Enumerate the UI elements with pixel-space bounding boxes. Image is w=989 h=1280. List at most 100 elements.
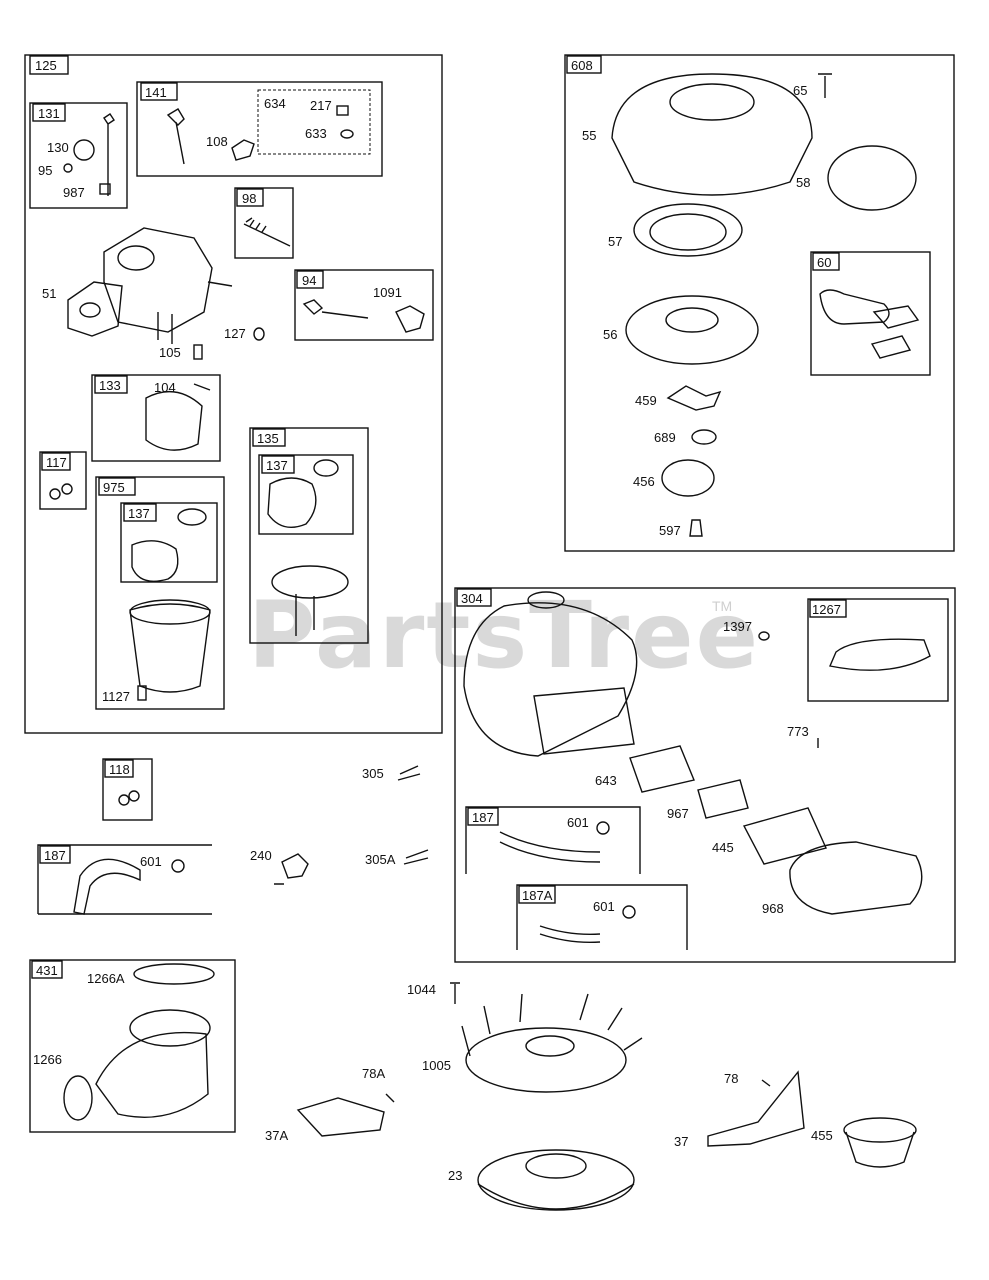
part-drawing <box>533 687 635 755</box>
part-label-456: 456 <box>633 474 655 489</box>
part-drawing <box>596 821 610 835</box>
watermark-trademark: TM <box>712 598 733 614</box>
part-drawing <box>689 519 703 537</box>
group-frame <box>39 451 87 510</box>
part-label-58: 58 <box>796 175 810 190</box>
part-label-108: 108 <box>206 134 228 149</box>
part-drawing <box>73 858 141 915</box>
part-label-1397: 1397 <box>723 619 752 634</box>
part-label-967: 967 <box>667 806 689 821</box>
part-drawing <box>395 305 425 333</box>
part-drawing <box>32 103 66 122</box>
part-drawing <box>397 765 421 781</box>
part-drawing <box>63 163 73 173</box>
part-label-643: 643 <box>595 773 617 788</box>
group-number-98: 98 <box>242 191 256 206</box>
group-frame <box>294 269 434 341</box>
part-label-601: 601 <box>140 854 162 869</box>
group-number-117: 117 <box>46 455 67 470</box>
part-label-601: 601 <box>567 815 589 830</box>
part-drawing <box>499 831 601 863</box>
part-label-601: 601 <box>593 899 615 914</box>
part-label-305: 305 <box>362 766 384 781</box>
part-drawing <box>129 1009 211 1047</box>
part-drawing <box>271 565 349 599</box>
part-drawing <box>296 1097 385 1137</box>
part-drawing <box>98 477 136 496</box>
watermark: PartsTree <box>248 582 760 689</box>
part-label-987: 987 <box>63 185 85 200</box>
part-drawing <box>666 385 722 411</box>
group-number-141: 141 <box>145 85 167 100</box>
part-drawing <box>129 599 211 625</box>
part-label-305A: 305A <box>365 852 396 867</box>
part-drawing <box>843 1117 917 1143</box>
part-drawing <box>103 227 213 333</box>
part-drawing <box>274 853 309 885</box>
group-number-94: 94 <box>302 273 316 288</box>
part-drawing <box>611 73 813 196</box>
part-drawing <box>137 685 147 701</box>
part-drawing <box>669 83 755 121</box>
group-frame <box>807 598 949 702</box>
part-drawing <box>296 270 324 289</box>
part-label-23: 23 <box>448 1168 462 1183</box>
part-drawing <box>31 960 63 979</box>
group-frame <box>810 251 931 376</box>
part-label-445: 445 <box>712 840 734 855</box>
part-drawing <box>177 508 207 526</box>
part-drawing <box>827 145 917 211</box>
part-drawing <box>340 129 354 139</box>
part-drawing <box>231 139 255 161</box>
group-number-431: 431 <box>36 963 58 978</box>
part-drawing <box>456 588 492 607</box>
group-frame <box>91 374 221 462</box>
group-frame <box>516 884 688 950</box>
part-label-78: 78 <box>724 1071 738 1086</box>
part-label-1091: 1091 <box>373 285 402 300</box>
part-label-65: 65 <box>793 83 807 98</box>
part-drawing <box>131 540 179 582</box>
part-drawing <box>243 217 291 247</box>
part-drawing <box>665 307 719 333</box>
group-number-975: 975 <box>103 480 125 495</box>
group-number-304: 304 <box>461 591 483 606</box>
group-frame <box>24 54 443 734</box>
part-label-1266: 1266 <box>33 1052 62 1067</box>
group-number-125: 125 <box>35 58 57 73</box>
part-label-56: 56 <box>603 327 617 342</box>
part-drawing <box>812 252 840 271</box>
part-drawing <box>633 203 743 257</box>
part-drawing <box>525 1035 575 1057</box>
part-drawing <box>166 108 185 165</box>
part-label-1127: 1127 <box>102 689 130 704</box>
group-number-137: 137 <box>266 458 288 473</box>
part-label-1266A: 1266A <box>87 971 125 986</box>
part-drawing <box>313 459 339 477</box>
part-drawing <box>661 459 715 497</box>
part-drawing <box>477 1149 635 1211</box>
part-drawing <box>295 594 315 636</box>
group-number-60: 60 <box>817 255 831 270</box>
group-number-137: 137 <box>128 506 150 521</box>
part-drawing <box>461 993 643 1057</box>
part-drawing <box>118 794 130 806</box>
part-drawing <box>41 452 71 471</box>
part-label-55: 55 <box>582 128 596 143</box>
part-drawing <box>29 55 69 75</box>
part-label-51: 51 <box>42 286 56 301</box>
part-drawing <box>63 1075 93 1121</box>
part-drawing <box>39 845 71 864</box>
part-drawing <box>758 631 770 641</box>
part-drawing <box>253 327 265 341</box>
part-label-689: 689 <box>654 430 676 445</box>
part-drawing <box>104 759 134 778</box>
part-label-634: 634 <box>264 96 286 111</box>
group-frame <box>120 502 218 583</box>
part-drawing <box>465 1027 627 1093</box>
part-label-1005: 1005 <box>422 1058 451 1073</box>
part-drawing <box>463 602 638 757</box>
part-drawing <box>336 105 349 116</box>
part-drawing <box>691 429 717 445</box>
part-drawing <box>761 1079 771 1087</box>
